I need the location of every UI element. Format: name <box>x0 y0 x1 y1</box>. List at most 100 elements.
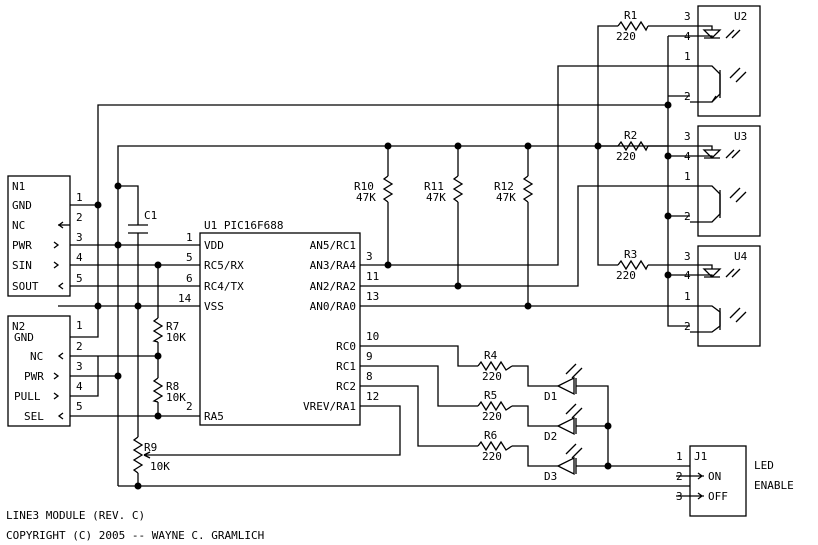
footer-title: LINE3 MODULE (REV. C) <box>6 509 145 522</box>
resistor-r7-ref: R7 <box>166 320 179 333</box>
j1-pin-1-num: 1 <box>676 450 683 463</box>
u1-pin-ra5: RA5 <box>204 410 224 423</box>
u1-pin-an0: AN0/RA0 <box>310 300 356 313</box>
junction-dot <box>154 352 162 360</box>
opto-u3-pin-3: 3 <box>684 130 691 143</box>
resistors: R1 220 R2 220 R3 220 R4 220 R5 220 R6 22… <box>132 9 649 474</box>
resistor-r8-body <box>152 377 164 403</box>
arrow-right-icon <box>53 261 60 269</box>
arrow-right-icon <box>53 372 60 380</box>
resistor-r8-ref: R8 <box>166 380 179 393</box>
resistor-r4-val: 220 <box>482 370 502 383</box>
led-d2: D2 <box>544 403 583 443</box>
u1-pin-vdd: VDD <box>204 239 224 252</box>
led-d3: D3 <box>544 443 583 483</box>
junction-dot <box>524 302 532 310</box>
resistor-r10-body <box>382 175 394 203</box>
n1-pin-4-name: SIN <box>12 259 32 272</box>
resistor-r9-body <box>132 436 144 474</box>
n2-pin-4-name: PULL <box>14 390 41 403</box>
n2-pin-4-num: 4 <box>76 380 83 393</box>
resistor-r11-ref: R11 <box>424 180 444 193</box>
connector-n2-ref: N2 <box>12 320 25 333</box>
junction-dots <box>94 101 672 490</box>
u1-pin-an5: AN5/RC1 <box>310 239 356 252</box>
resistor-r5-val: 220 <box>482 410 502 423</box>
u1-pin-an0-num: 13 <box>366 290 379 303</box>
opto-u2-pin-3: 3 <box>684 10 691 23</box>
junction-dot <box>154 261 162 269</box>
opto-u3-pin-1: 1 <box>684 170 691 183</box>
resistor-r4-ref: R4 <box>484 349 498 362</box>
arrow-right-icon <box>53 392 60 400</box>
opto-u2-pin-2: 2 <box>684 90 691 103</box>
u1-pin-rc5-num: 5 <box>186 251 193 264</box>
connector-n1: N1 GND NC PWR SIN SOUT 1 2 3 4 5 <box>7 175 83 297</box>
n1-pin-5-num: 5 <box>76 272 83 285</box>
junction-dot <box>604 462 612 470</box>
resistor-r10-val: 47K <box>356 191 376 204</box>
n2-pin-1-num: 1 <box>76 319 83 332</box>
opto-u3-ref: U3 <box>734 130 747 143</box>
n1-pin-1-num: 1 <box>76 191 83 204</box>
u1-pin-an3-num: 3 <box>366 250 373 263</box>
n2-pin-2-num: 2 <box>76 340 83 353</box>
u1-pin-vdd-num: 1 <box>186 231 193 244</box>
u1-pin-rc1-num: 9 <box>366 350 373 363</box>
junction-dot <box>134 302 142 310</box>
n1-pin-5-name: SOUT <box>12 280 39 293</box>
resistor-r7-body <box>152 317 164 343</box>
resistor-r2-val: 220 <box>616 150 636 163</box>
junction-dot <box>114 182 122 190</box>
connector-n2: N2 GND NC PWR PULL SEL 1 2 3 4 5 <box>7 315 83 427</box>
resistor-r12-ref: R12 <box>494 180 514 193</box>
resistor-r1-body <box>617 20 649 32</box>
resistor-r1-val: 220 <box>616 30 636 43</box>
j1-pin-3-name: OFF <box>708 490 728 503</box>
junction-dot <box>454 282 462 290</box>
n2-pin-3-num: 3 <box>76 360 83 373</box>
n1-pin-1-name: GND <box>12 199 32 212</box>
u1-pin-rc0: RC0 <box>336 340 356 353</box>
opto-u3: U3 3 4 1 2 <box>684 125 761 237</box>
opto-u4-pin-1: 1 <box>684 290 691 303</box>
resistor-r9-val: 10K <box>150 460 170 473</box>
junction-dot <box>384 261 392 269</box>
opto-u4: U4 3 4 1 2 <box>684 245 761 347</box>
arrow-right-icon <box>53 241 60 249</box>
n1-pin-2-num: 2 <box>76 211 83 224</box>
opto-u2-ref: U2 <box>734 10 747 23</box>
resistor-r11-body <box>452 175 464 203</box>
j1-label-line1: LED <box>754 459 774 472</box>
opto-u4-pin-2: 2 <box>684 320 691 333</box>
u1-pin-rc5: RC5/RX <box>204 259 244 272</box>
n2-pin-2-name: NC <box>30 350 43 363</box>
u1-pin-vss-num: 14 <box>178 292 192 305</box>
resistor-r2-body <box>617 140 649 152</box>
junction-dot <box>664 271 672 279</box>
arrow-left-icon <box>57 412 64 420</box>
junction-dot <box>94 201 102 209</box>
footer-copyright: COPYRIGHT (C) 2005 -- WAYNE C. GRAMLICH <box>6 529 264 542</box>
u1-pin-an3: AN3/RA4 <box>310 259 357 272</box>
j1-pin-2-num: 2 <box>676 470 683 483</box>
opto-u3-pin-4: 4 <box>684 150 691 163</box>
n2-pin-1-name: GND <box>14 331 34 344</box>
junction-dot <box>94 302 102 310</box>
n2-pin-3-name: PWR <box>24 370 44 383</box>
opto-u4-pin-4: 4 <box>684 269 691 282</box>
j1-label-line2: ENABLE <box>754 479 794 492</box>
n1-pin-3-num: 3 <box>76 231 83 244</box>
opto-u4-pin-3: 3 <box>684 250 691 263</box>
junction-dot <box>664 212 672 220</box>
resistor-r4-body <box>477 360 513 372</box>
led-d3-ref: D3 <box>544 470 557 483</box>
u1-pin-rc4-num: 6 <box>186 272 193 285</box>
n2-pin-5-num: 5 <box>76 400 83 413</box>
resistor-r5-body <box>477 400 513 412</box>
ic-u1: U1 PIC16F688 VDD RC5/RX RC4/TX VSS RA5 1… <box>178 219 379 426</box>
u1-pin-rc2-num: 8 <box>366 370 373 383</box>
u1-pin-an2-num: 11 <box>366 270 379 283</box>
resistor-r3-val: 220 <box>616 269 636 282</box>
